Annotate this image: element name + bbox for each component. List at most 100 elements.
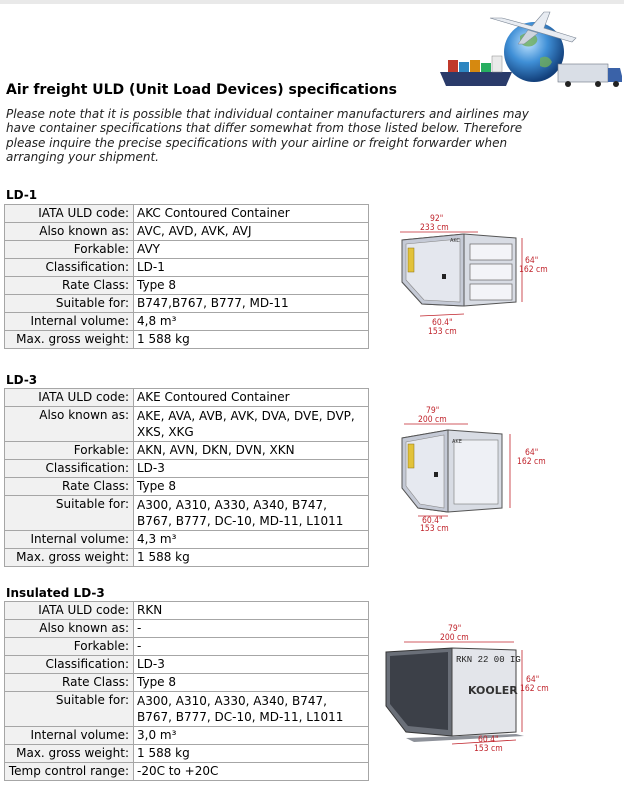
section-title-insulated-ld3: Insulated LD-3 [6, 586, 105, 600]
ld1-container-diagram: 92" 233 cm AKC 64" 162 cm 60.4" 153 cm [400, 214, 548, 337]
row-label: Internal volume: [4, 726, 134, 745]
row-value: B747,B767, B777, MD-11 [133, 294, 369, 313]
table-row: Rate Class:Type 8 [4, 477, 369, 496]
row-label: Internal volume: [4, 530, 134, 549]
top-dimension-inch: 79" [426, 406, 439, 416]
row-value: RKN [133, 601, 369, 620]
intro-paragraph: Please note that it is possible that ind… [6, 107, 529, 165]
row-value: 1 588 kg [133, 744, 369, 763]
row-label: Forkable: [4, 637, 134, 656]
row-value: AKE, AVA, AVB, AVK, DVA, DVE, DVP, XKS, … [133, 406, 369, 442]
bottom-dimension-inch: 60.4" [432, 318, 453, 328]
row-value: - [133, 637, 369, 656]
cargo-ship-icon [440, 55, 512, 86]
table-row: Classification:LD-1 [4, 258, 369, 277]
side-dimension-cm: 162 cm [517, 457, 546, 467]
row-value: - [133, 619, 369, 638]
row-value: Type 8 [133, 673, 369, 692]
insulated-ld3-container-diagram: 79" 200 cm RKN 22 00 IG KOOLER 64" 162 c… [385, 624, 549, 754]
row-value: A300, A310, A330, A340, B747, B767, B777… [133, 691, 369, 727]
row-label: Temp control range: [4, 762, 134, 781]
table-row: Also known as:AVC, AVD, AVK, AVJ [4, 222, 369, 241]
row-label: Suitable for: [4, 691, 134, 727]
table-row: Internal volume:3,0 m³ [4, 726, 369, 745]
top-dimension-cm: 200 cm [440, 633, 469, 643]
table-row: Also known as:- [4, 619, 369, 638]
row-value: 1 588 kg [133, 330, 369, 349]
row-label: Classification: [4, 258, 134, 277]
freight-banner-image [440, 11, 622, 87]
row-value: 4,3 m³ [133, 530, 369, 549]
row-label: Suitable for: [4, 495, 134, 531]
top-dimension-cm: 233 cm [420, 223, 449, 233]
row-label: Max. gross weight: [4, 330, 134, 349]
bottom-dimension-inch: 60.4" [478, 735, 499, 745]
bottom-dimension-cm: 153 cm [420, 524, 449, 534]
side-dimension-inch: 64" [525, 256, 538, 266]
table-row: Rate Class:Type 8 [4, 673, 369, 692]
row-label: Rate Class: [4, 673, 134, 692]
section-title-ld3: LD-3 [6, 373, 38, 387]
table-row: Temp control range:-20C to +20C [4, 762, 369, 781]
row-label: IATA ULD code: [4, 204, 134, 223]
table-row: Rate Class:Type 8 [4, 276, 369, 295]
table-row: Suitable for:A300, A310, A330, A340, B74… [4, 495, 369, 531]
row-value: AKC Contoured Container [133, 204, 369, 223]
row-label: Also known as: [4, 222, 134, 241]
spec-table-insulated-ld3: IATA ULD code:RKN Also known as:- Forkab… [4, 601, 369, 781]
row-label: Max. gross weight: [4, 548, 134, 567]
container-stencil: RKN 22 00 IG [456, 655, 521, 665]
spec-table-ld3: IATA ULD code:AKE Contoured Container Al… [4, 388, 369, 567]
row-label: Rate Class: [4, 477, 134, 496]
table-row: Classification:LD-3 [4, 655, 369, 674]
row-value: AVC, AVD, AVK, AVJ [133, 222, 369, 241]
row-value: 4,8 m³ [133, 312, 369, 331]
table-row: Also known as:AKE, AVA, AVB, AVK, DVA, D… [4, 406, 369, 442]
row-value: -20C to +20C [133, 762, 369, 781]
row-label: Forkable: [4, 441, 134, 460]
container-brand: KOOLER [468, 684, 518, 697]
table-row: Suitable for:A300, A310, A330, A340, B74… [4, 691, 369, 727]
ld3-container-diagram: 79" 200 cm AKE 64" 162 cm 60.4" 153 cm [401, 406, 546, 534]
table-row: Forkable:- [4, 637, 369, 656]
spec-table-ld1: IATA ULD code:AKC Contoured Container Al… [4, 204, 369, 349]
row-value: LD-3 [133, 459, 369, 478]
side-dimension-inch: 64" [526, 675, 539, 685]
top-divider [0, 0, 624, 4]
top-dimension-inch: 92" [430, 214, 443, 224]
truck-icon [557, 63, 622, 87]
row-value: A300, A310, A330, A340, B747, B767, B777… [133, 495, 369, 531]
row-label: Also known as: [4, 406, 134, 442]
table-row: Forkable:AVY [4, 240, 369, 259]
table-row: Max. gross weight:1 588 kg [4, 330, 369, 349]
container-stencil: AKE [452, 439, 462, 445]
row-label: Internal volume: [4, 312, 134, 331]
table-row: Max. gross weight:1 588 kg [4, 548, 369, 567]
row-label: Forkable: [4, 240, 134, 259]
row-value: 3,0 m³ [133, 726, 369, 745]
table-row: Internal volume:4,3 m³ [4, 530, 369, 549]
table-row: Forkable:AKN, AVN, DKN, DVN, XKN [4, 441, 369, 460]
top-dimension-inch: 79" [448, 624, 461, 634]
container-stencil: AKC [450, 238, 460, 244]
table-row: IATA ULD code:AKC Contoured Container [4, 204, 369, 223]
page-title: Air freight ULD (Unit Load Devices) spec… [6, 82, 397, 98]
row-value: AVY [133, 240, 369, 259]
side-dimension-cm: 162 cm [520, 684, 549, 694]
row-value: LD-1 [133, 258, 369, 277]
side-dimension-inch: 64" [525, 448, 538, 458]
table-row: Suitable for:B747,B767, B777, MD-11 [4, 294, 369, 313]
row-value: AKE Contoured Container [133, 388, 369, 407]
row-label: Max. gross weight: [4, 744, 134, 763]
row-label: Also known as: [4, 619, 134, 638]
row-value: AKN, AVN, DKN, DVN, XKN [133, 441, 369, 460]
row-label: Suitable for: [4, 294, 134, 313]
row-label: Classification: [4, 655, 134, 674]
row-label: Rate Class: [4, 276, 134, 295]
table-row: IATA ULD code:RKN [4, 601, 369, 620]
airplane-icon [489, 11, 577, 45]
table-row: Internal volume:4,8 m³ [4, 312, 369, 331]
bottom-dimension-inch: 60.4" [422, 516, 443, 526]
table-row: Max. gross weight:1 588 kg [4, 744, 369, 763]
row-value: 1 588 kg [133, 548, 369, 567]
